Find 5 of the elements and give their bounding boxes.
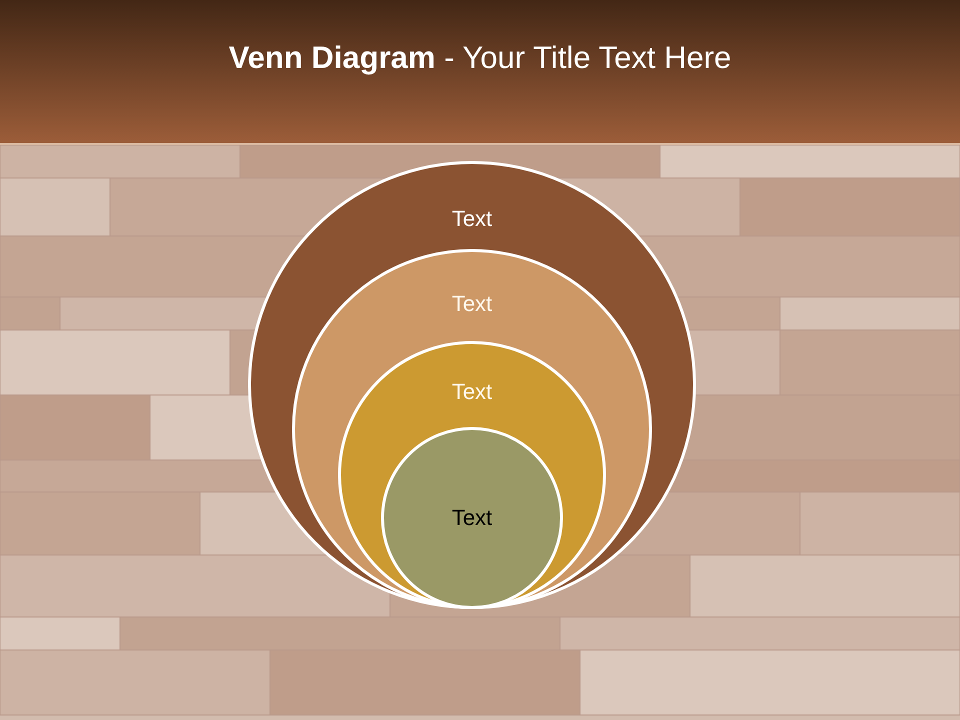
circle-label: Text <box>452 379 492 405</box>
slide-title: Venn Diagram - Your Title Text Here <box>228 40 732 76</box>
circle-label: Text <box>452 291 492 317</box>
circle-label: Text <box>452 505 492 531</box>
circle-label: Text <box>452 206 492 232</box>
